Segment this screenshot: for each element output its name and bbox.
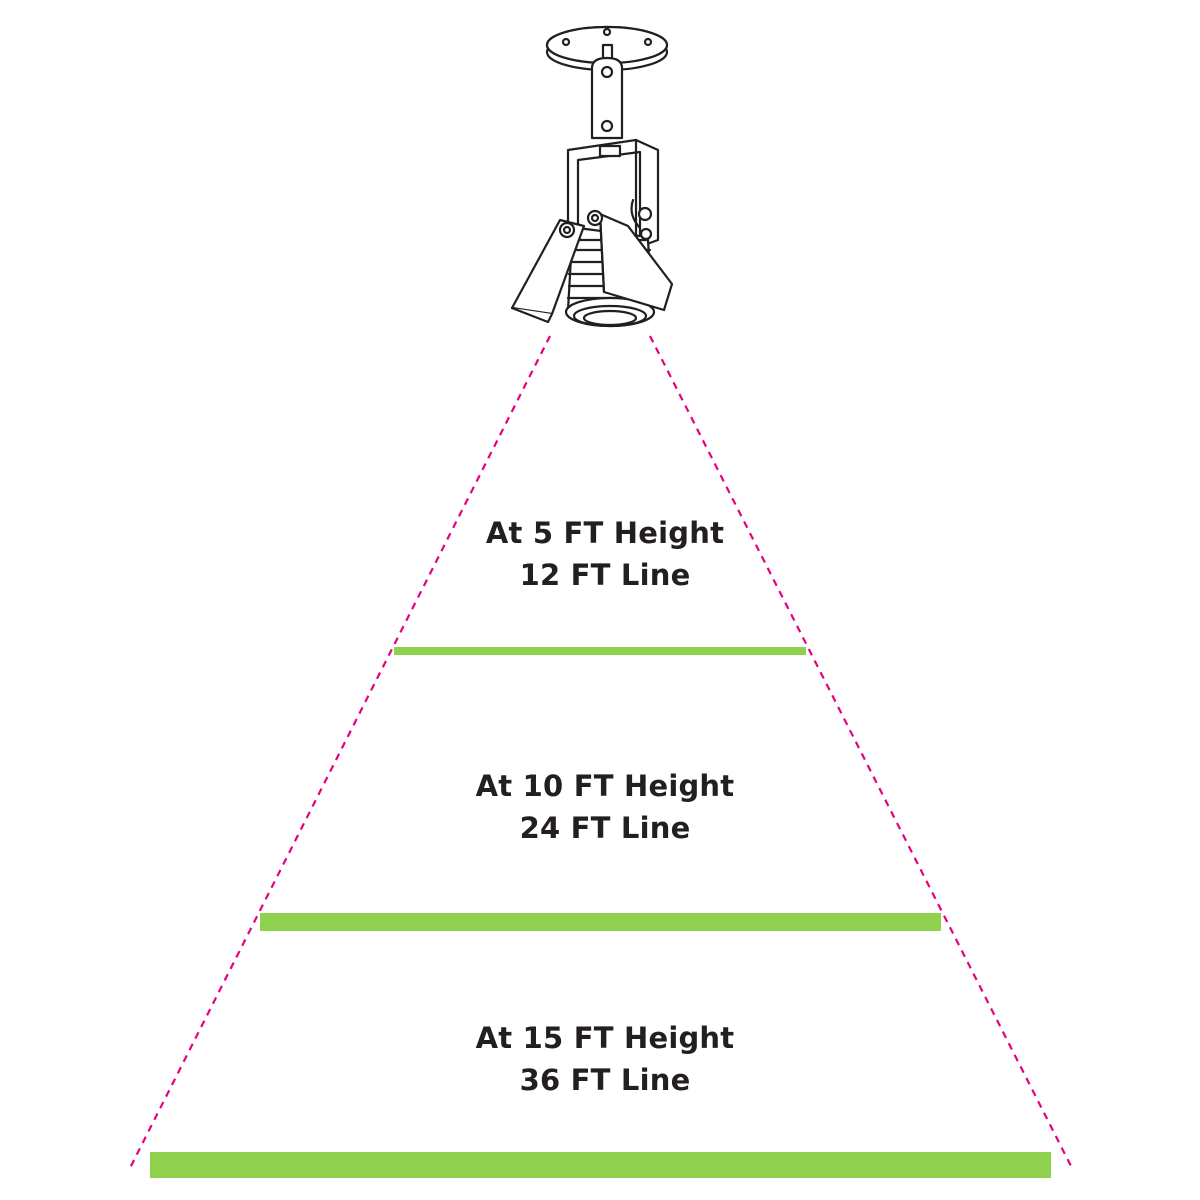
height-text: At 5 FT Height bbox=[485, 516, 725, 550]
level-5ft-label: At 5 FT Height 12 FT Line bbox=[300, 512, 910, 596]
coverage-line-15ft bbox=[150, 1152, 1051, 1178]
spotlight-fixture-icon bbox=[510, 25, 674, 328]
coverage-line-10ft bbox=[260, 913, 941, 931]
height-text: At 15 FT Height bbox=[475, 1021, 735, 1055]
coverage-line-5ft bbox=[394, 647, 806, 655]
line-text: 12 FT Line bbox=[519, 558, 691, 592]
height-text: At 10 FT Height bbox=[475, 769, 735, 803]
line-text: 24 FT Line bbox=[519, 811, 691, 845]
level-15ft-label: At 15 FT Height 36 FT Line bbox=[300, 1017, 910, 1101]
line-text: 36 FT Line bbox=[519, 1063, 691, 1097]
level-10ft-label: At 10 FT Height 24 FT Line bbox=[300, 765, 910, 849]
